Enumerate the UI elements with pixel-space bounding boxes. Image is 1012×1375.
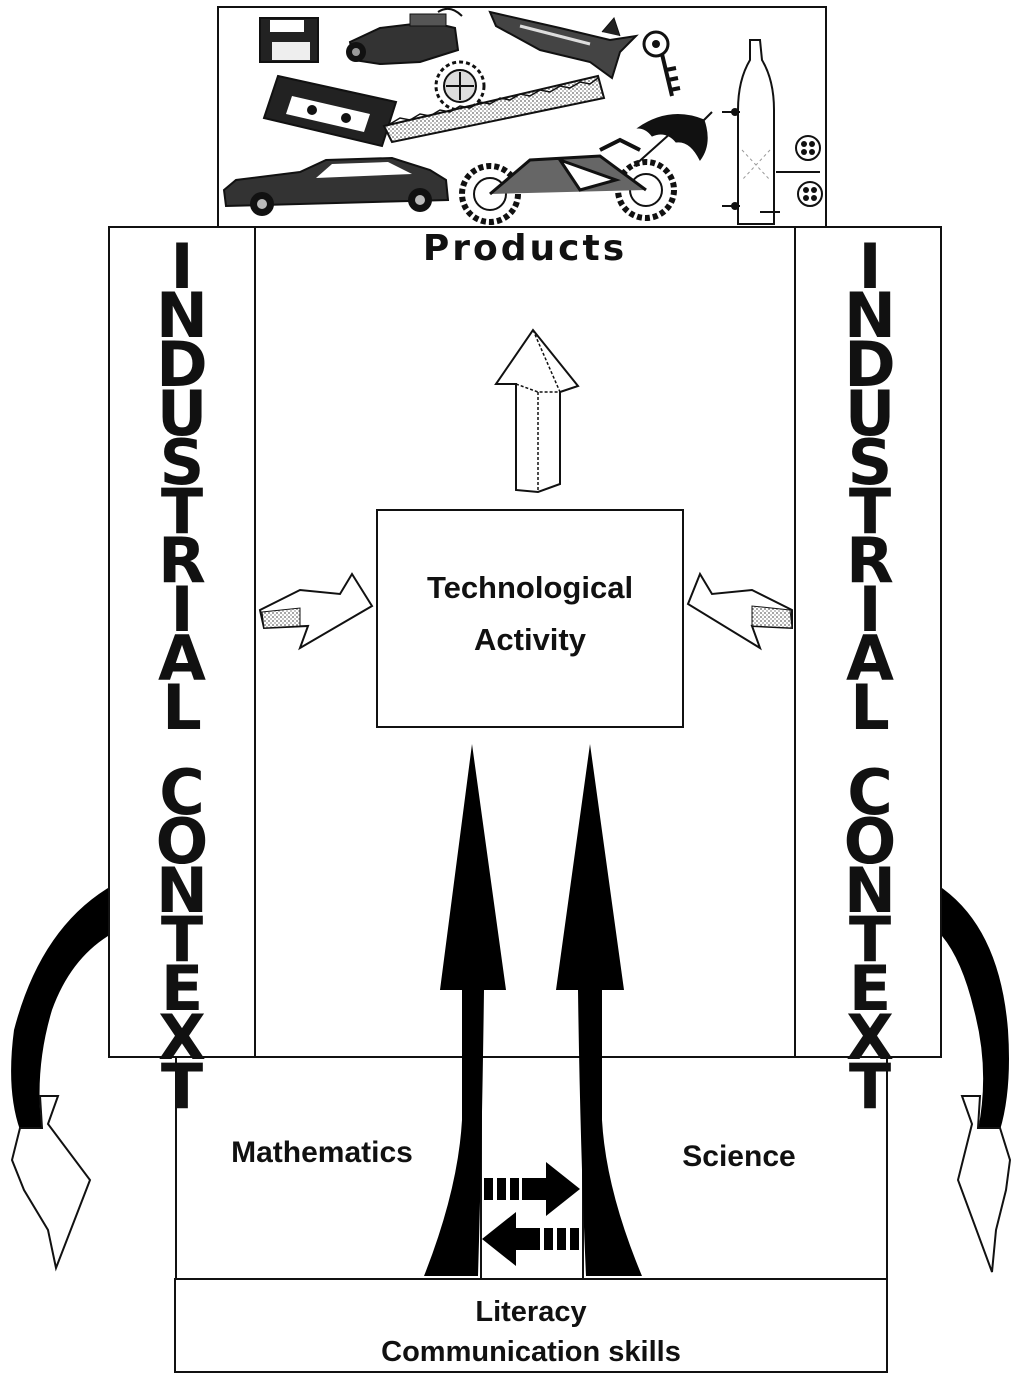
left-side-arrow <box>258 572 374 651</box>
context-letter: R <box>158 524 206 597</box>
context-letter: I <box>858 573 882 646</box>
video-camera-icon <box>346 7 463 66</box>
context-letter: S <box>159 426 205 499</box>
floppy-disk-icon <box>259 17 319 63</box>
context-letter: S <box>847 426 893 499</box>
products-label: Products <box>422 228 628 269</box>
literacy-label: Literacy <box>475 1296 587 1328</box>
context-letter: T <box>160 475 204 548</box>
foundation-box <box>174 1278 888 1373</box>
science-label: Science <box>682 1140 796 1173</box>
left-tall-black-arrow <box>424 744 506 1276</box>
motorcycle-icon <box>459 137 677 225</box>
context-letter: A <box>158 622 206 695</box>
technological-activity-box <box>376 509 684 728</box>
communication-skills-label: Communication skills <box>381 1336 681 1368</box>
context-letter: O <box>155 805 209 878</box>
umbrella-icon <box>633 111 713 167</box>
context-letter: E <box>160 952 204 1025</box>
context-letter: L <box>162 671 202 744</box>
exchange-arrow-left <box>482 1212 579 1266</box>
context-letter: N <box>844 279 896 352</box>
bottle-icon <box>722 39 780 225</box>
context-letter: T <box>848 475 892 548</box>
left-curved-arrow <box>10 888 108 1272</box>
mathematics-label: Mathematics <box>231 1136 413 1169</box>
saw-icon <box>382 74 606 144</box>
context-letter: E <box>848 952 892 1025</box>
right-curved-arrow <box>942 888 1012 1273</box>
context-letter: D <box>844 328 896 401</box>
activity-line-1: Technological <box>426 570 634 605</box>
context-letter: X <box>158 1001 206 1074</box>
context-letter: I <box>170 573 194 646</box>
context-letter: X <box>846 1001 894 1074</box>
context-letter: C <box>159 756 205 829</box>
technological-activity-label: Technological Activity <box>378 562 682 666</box>
context-letter: O <box>843 805 897 878</box>
key-icon <box>642 30 681 97</box>
context-letter: I <box>858 230 882 303</box>
right-side-arrow <box>686 571 793 651</box>
activity-line-2: Activity <box>474 622 586 657</box>
context-letter: L <box>850 671 890 744</box>
car-icon <box>222 156 450 216</box>
context-letter: T <box>848 1050 892 1123</box>
cassette-icon <box>262 74 398 148</box>
space-shuttle-icon <box>488 10 639 80</box>
context-letter: D <box>156 328 208 401</box>
right-context-column <box>794 226 942 1058</box>
context-letter: T <box>160 1050 204 1123</box>
context-letter: N <box>156 279 208 352</box>
exchange-arrow-right <box>484 1162 580 1216</box>
context-letter: U <box>156 377 208 450</box>
context-letter: T <box>848 903 892 976</box>
context-letter: T <box>160 903 204 976</box>
context-letter: C <box>847 756 893 829</box>
film-reel-icon <box>776 135 823 207</box>
context-letter: R <box>846 524 894 597</box>
context-letter: A <box>846 622 894 695</box>
context-letter: U <box>844 377 896 450</box>
context-letter: N <box>156 854 208 927</box>
context-letter: N <box>844 854 896 927</box>
mathematics-box <box>175 1056 482 1280</box>
right-tall-black-arrow <box>556 744 642 1276</box>
context-letter: I <box>170 230 194 303</box>
up-arrow-to-products <box>494 328 580 494</box>
gear-icon <box>434 60 486 112</box>
foundation-label: Literacy Communication skills <box>176 1292 886 1372</box>
